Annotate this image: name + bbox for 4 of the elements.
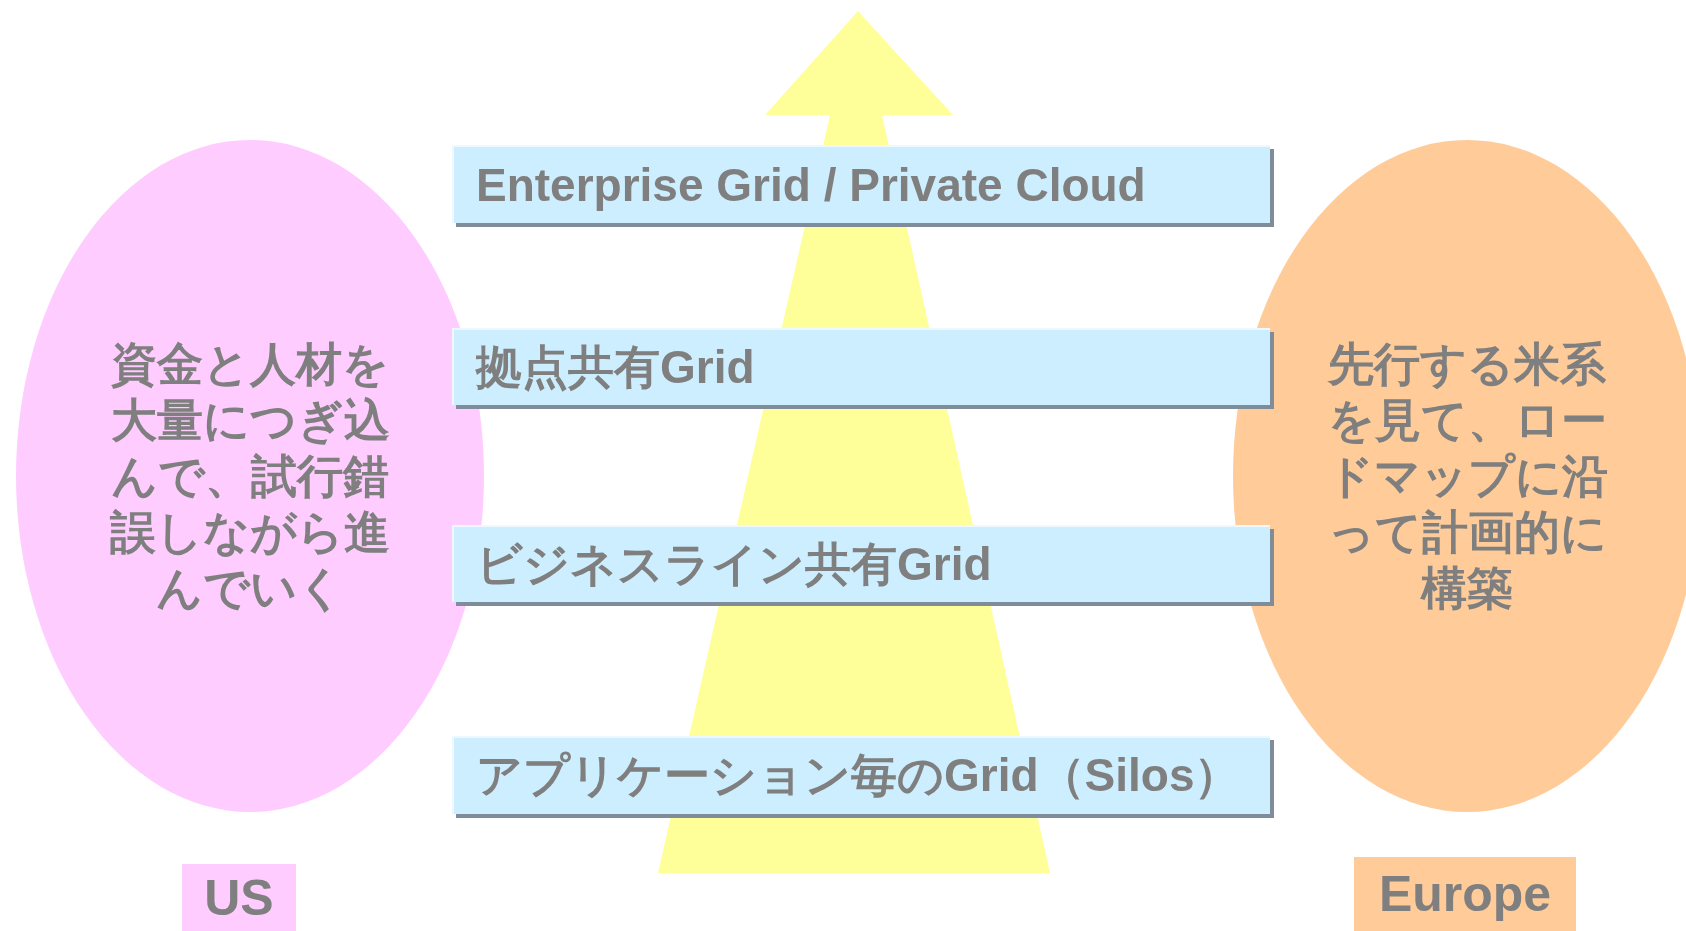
description-text: 資金と人材を大量につぎ込んで、試行錯誤しながら進んでいく bbox=[108, 337, 391, 616]
region-label: Europe bbox=[1354, 857, 1576, 931]
description-text: 先行する米系を見て、ロードマップに沿って計画的に構築 bbox=[1325, 337, 1609, 616]
region-label: US bbox=[182, 864, 296, 931]
